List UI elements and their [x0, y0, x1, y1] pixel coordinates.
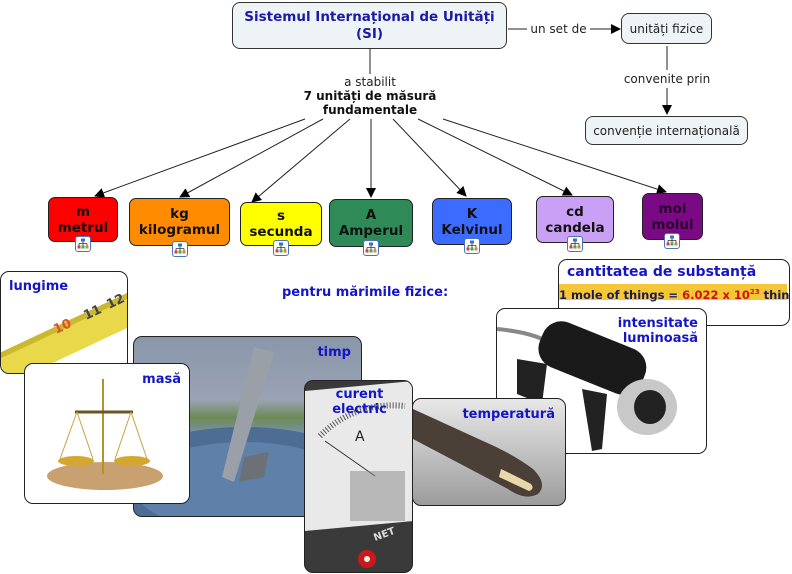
root-title-line2: (SI) — [355, 25, 384, 42]
svg-text:10: 10 — [51, 316, 74, 337]
unit-name: Kelvinul — [441, 221, 503, 238]
title-line1: intensitate — [617, 316, 698, 331]
card-title: masă — [142, 372, 181, 387]
unit-symbol: mol — [658, 200, 687, 217]
mole-banner-value: 6.022 x 10 — [682, 287, 750, 302]
fundamental-line1: 7 unități de măsură — [303, 89, 437, 103]
submap-icon[interactable] — [75, 236, 91, 252]
link-label-set-of: un set de — [527, 22, 590, 36]
unit-symbol: s — [276, 208, 286, 224]
submap-icon[interactable] — [464, 238, 480, 254]
photometer-image — [497, 321, 677, 451]
svg-text:12: 12 — [104, 291, 127, 312]
unit-name: candela — [545, 219, 605, 236]
unit-kelvin[interactable]: K Kelvinul — [432, 198, 512, 245]
card-temperature[interactable]: temperatură — [412, 398, 566, 506]
card-title: timp — [317, 345, 351, 360]
unit-symbol: m — [75, 203, 91, 220]
unit-meter[interactable]: m metrul — [48, 197, 118, 242]
title-line2: electric — [332, 402, 387, 417]
arrow-to-cd — [417, 118, 573, 196]
svg-text:11: 11 — [81, 302, 104, 323]
arrow-to-kg — [179, 118, 324, 198]
unit-mole[interactable]: mol molul — [642, 193, 703, 240]
root-title-line1: Sistemul Internațional de Unități — [244, 8, 495, 25]
root-concept-si[interactable]: Sistemul Internațional de Unități (SI) — [232, 2, 507, 49]
card-mass[interactable]: masă — [24, 363, 190, 504]
card-electric-current[interactable]: A NET curent electric — [304, 380, 413, 573]
title-line2: luminoasă — [622, 331, 698, 346]
unit-second[interactable]: s secunda — [240, 202, 322, 246]
tape-measure-image: 10 11 12 — [1, 291, 127, 373]
balance-scale-image — [47, 379, 163, 490]
concept-international-convention[interactable]: convenție internațională — [585, 116, 748, 145]
unit-ampere[interactable]: A Amperul — [329, 199, 413, 247]
arrow-to-m — [94, 118, 306, 198]
card-title: lungime — [9, 279, 69, 294]
unit-name: metrul — [57, 219, 109, 236]
ammeter-image: A NET — [305, 381, 412, 568]
link-label-agreed-by: convenite prin — [618, 72, 716, 86]
title-line1: curent — [335, 387, 384, 402]
submap-icon[interactable] — [273, 240, 289, 256]
unit-kilogram[interactable]: kg kilogramul — [129, 198, 230, 246]
unit-name: molul — [651, 216, 694, 233]
link-label-fundamental-units: 7 unități de măsură fundamentale — [270, 89, 470, 117]
mole-banner-exponent: 23 — [749, 288, 760, 296]
card-luminous-intensity[interactable]: intensitate luminoasă — [496, 308, 707, 454]
mole-banner: 1 mole of things = 6.022 x 1023 things — [559, 284, 790, 302]
card-amount-of-substance[interactable]: cantitatea de substanță 1 mole of things… — [558, 259, 790, 326]
unit-symbol: kg — [170, 206, 189, 222]
unit-name: secunda — [249, 224, 313, 240]
svg-text:A: A — [355, 429, 365, 445]
unit-symbol: A — [365, 207, 377, 223]
quantities-heading: pentru mărimile fizice: — [282, 285, 449, 300]
mole-banner-right: things — [763, 287, 790, 302]
card-title: temperatură — [462, 407, 555, 422]
svg-text:NET: NET — [372, 526, 397, 544]
link-label-established: a stabilit — [290, 75, 450, 89]
unit-name: kilogramul — [138, 222, 221, 238]
unit-symbol: K — [466, 205, 478, 222]
unit-candela[interactable]: cd candela — [536, 196, 614, 243]
card-title: cantitatea de substanță — [567, 264, 757, 280]
mole-banner-left: 1 mole of things = — [559, 287, 683, 302]
fundamental-line2: fundamentale — [322, 103, 418, 117]
card-title: intensitate luminoasă — [618, 316, 698, 346]
concept-physical-units[interactable]: unități fizice — [621, 13, 712, 44]
submap-icon[interactable] — [567, 236, 583, 252]
arrow-to-s — [251, 118, 351, 203]
arrow-to-K — [392, 118, 467, 197]
submap-icon[interactable] — [172, 241, 188, 257]
card-title: curent electric — [305, 387, 412, 417]
card-length[interactable]: 10 11 12 lungime — [0, 271, 128, 374]
submap-icon[interactable] — [363, 240, 379, 256]
submap-icon[interactable] — [664, 233, 680, 249]
thermometer-probe-image — [413, 409, 542, 497]
unit-symbol: cd — [566, 203, 584, 220]
unit-name: Amperul — [338, 223, 404, 239]
